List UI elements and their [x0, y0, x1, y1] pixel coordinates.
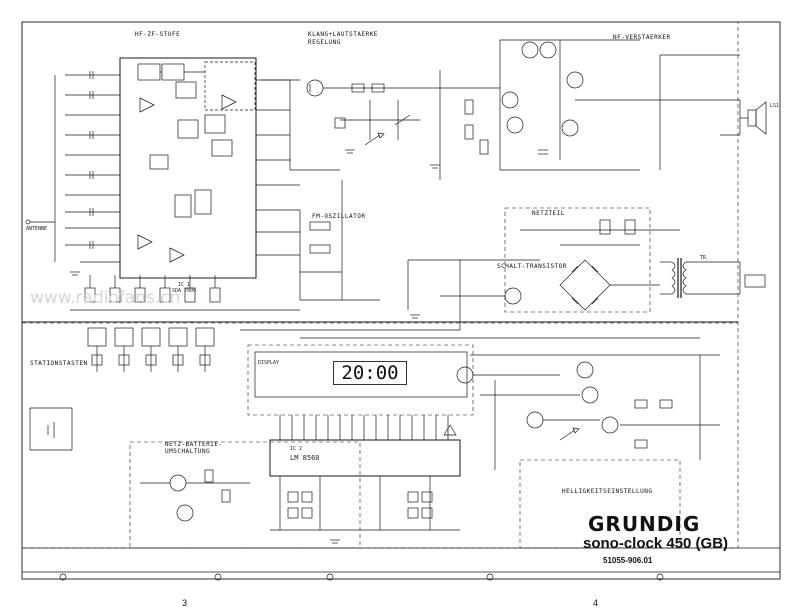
page-number-left: 3: [182, 598, 188, 608]
ic1-pins-left: [54, 74, 120, 263]
ic2-clock-chip: [269, 415, 461, 531]
battery-switch: [29, 407, 73, 451]
label-netzteil: NETZTEIL: [532, 210, 565, 217]
tone-volume-control: [262, 79, 440, 146]
ic2-label: IC 2: [290, 446, 303, 452]
ic2-type: LM 8560: [290, 454, 320, 462]
netz-batterie-transistors: [140, 469, 250, 522]
transformer-icon: [660, 258, 766, 298]
model-name: sono-clock 450 (GB): [583, 535, 729, 552]
label-klang-sub: REGELUNG: [308, 39, 341, 46]
audio-amplifier: [439, 39, 740, 180]
ic1-pins-right: [256, 79, 340, 256]
label-netz-batterie-2: UMSCHALTUNG: [165, 448, 211, 455]
fm-oscillator: [299, 180, 380, 301]
speaker-label: LS1: [770, 103, 780, 109]
label-hf-ze-stufe: HF-ZF-STUFE: [135, 31, 181, 38]
label-fm-oszillator: FM-OSZILLATOR: [312, 213, 366, 220]
brightness-circuit: [443, 355, 720, 470]
clock-set-buttons: [287, 491, 433, 519]
antenna-input: [25, 219, 55, 225]
part-number: 51055-906.01: [603, 556, 653, 565]
brand-logo: GRUNDIG: [588, 512, 701, 536]
capacitors-left: [89, 71, 94, 249]
ground-symbols: [70, 149, 440, 544]
ic1-label: IC 1: [178, 282, 191, 288]
antenna-label: ANTENNE: [26, 226, 48, 232]
switch-transistor: [407, 259, 540, 330]
label-klang: KLANG+LAUTSTAERKE: [308, 31, 378, 38]
preset-potentiometers: [84, 275, 221, 303]
section-boxes: [21, 21, 739, 549]
label-schalttransistor: SCHALT-TRANSISTOR: [497, 263, 567, 270]
display-segment-leads: [254, 351, 468, 398]
ic1-block: [119, 57, 257, 279]
transformer-label: TR: [700, 255, 707, 261]
label-nf-verstaerker: NF-VERSTAERKER: [613, 34, 671, 41]
ic1-type: SDA 7000: [172, 288, 197, 294]
page-number-right: 4: [593, 598, 599, 608]
clock-display: 20:00: [333, 361, 407, 385]
power-supply: [520, 219, 680, 311]
watermark: www.radiofans.cn: [30, 288, 181, 308]
speaker-icon: [720, 100, 767, 136]
label-helligkeit: HELLIGKEITSEINSTELLUNG: [562, 488, 653, 495]
label-stationstasten: STATIONSTASTEN: [30, 360, 88, 367]
bus-lines: [22, 309, 738, 356]
station-buttons: [87, 327, 215, 372]
label-netz-batterie: NETZ-BATTERIE-: [165, 441, 223, 448]
display-label: DISPLAY: [258, 360, 280, 366]
